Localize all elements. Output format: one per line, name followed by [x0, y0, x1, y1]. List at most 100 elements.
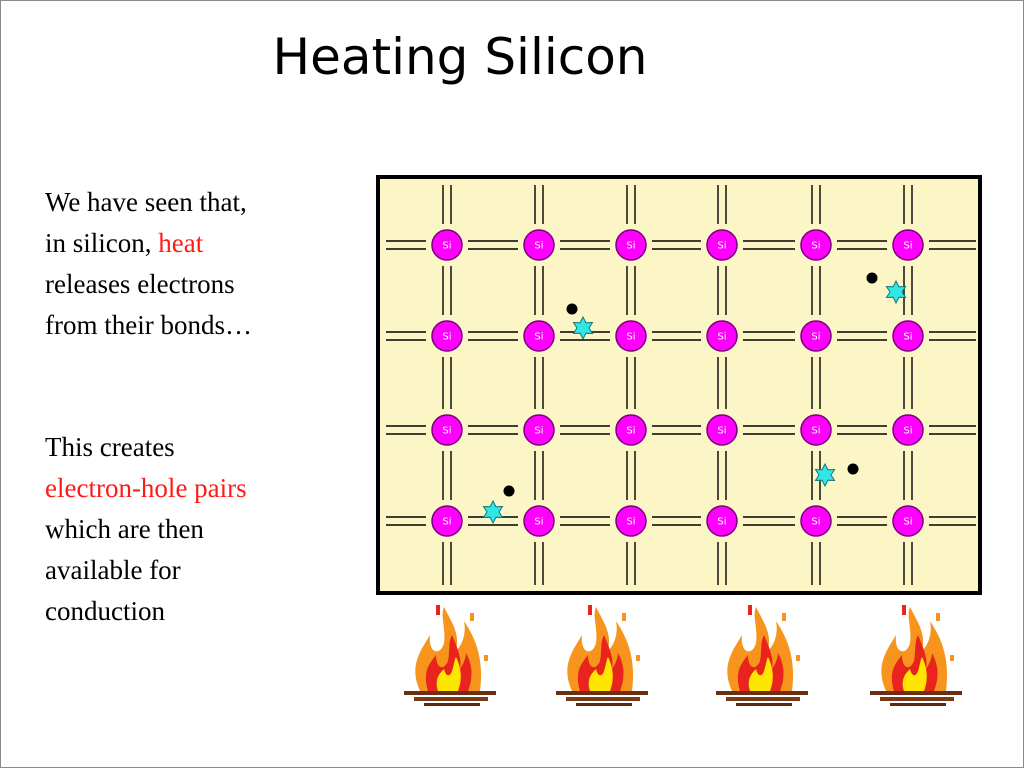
campfire-icon — [716, 605, 808, 706]
silicon-atom — [431, 229, 463, 261]
spark — [782, 613, 786, 621]
silicon-atom — [431, 320, 463, 352]
silicon-atom — [523, 229, 555, 261]
slide-title: Heating Silicon — [272, 28, 648, 86]
silicon-atom — [800, 414, 832, 446]
text-line: from their bonds… — [45, 310, 252, 340]
spark — [636, 655, 640, 661]
atom-label: Si — [811, 241, 820, 252]
text-line: releases electrons — [45, 269, 235, 299]
silicon-atom — [431, 414, 463, 446]
hole-star-icon — [572, 315, 594, 341]
text-line: We have seen that, — [45, 187, 247, 217]
atom-label: Si — [811, 426, 820, 437]
highlight-heat: heat — [158, 228, 204, 258]
atom-label: Si — [626, 332, 635, 343]
log — [890, 703, 946, 706]
silicon-atom — [706, 320, 738, 352]
log — [726, 697, 800, 701]
lattice-background — [376, 175, 982, 595]
silicon-atom — [892, 229, 924, 261]
silicon-atom — [706, 229, 738, 261]
silicon-atom — [800, 505, 832, 537]
atom-label: Si — [626, 426, 635, 437]
silicon-atom — [615, 229, 647, 261]
silicon-atom — [523, 320, 555, 352]
paragraph-electron-hole-pairs: This creates electron-hole pairs which a… — [45, 427, 345, 632]
silicon-atom — [892, 505, 924, 537]
atom-label: Si — [717, 241, 726, 252]
log — [736, 703, 792, 706]
hole-star-icon — [814, 462, 836, 488]
spark — [902, 605, 906, 615]
atom-label: Si — [717, 426, 726, 437]
free-electron — [503, 485, 515, 497]
fires-row — [404, 605, 962, 706]
log — [414, 697, 488, 701]
atom-label: Si — [903, 426, 912, 437]
paragraph-heat-releases-electrons: We have seen that, in silicon, heat rele… — [45, 182, 345, 346]
hole-star-icon — [482, 499, 504, 525]
silicon-atom — [706, 505, 738, 537]
atom-label: Si — [534, 241, 543, 252]
spark — [588, 605, 592, 615]
log — [716, 691, 808, 695]
spark — [436, 605, 440, 615]
flame-inner — [748, 657, 773, 691]
hole-star-icon — [885, 279, 907, 305]
campfire-icon — [404, 605, 496, 706]
atom-label: Si — [534, 332, 543, 343]
spark — [748, 605, 752, 615]
atom-label: Si — [626, 241, 635, 252]
atom-label: Si — [811, 332, 820, 343]
log — [880, 697, 954, 701]
text-line: This creates — [45, 432, 175, 462]
atom-label: Si — [903, 332, 912, 343]
atom-label: Si — [717, 332, 726, 343]
text-line: available for — [45, 555, 181, 585]
atom-label: Si — [442, 517, 451, 528]
text-line: which are then — [45, 514, 204, 544]
silicon-atom — [615, 320, 647, 352]
text-line: in silicon, heat — [45, 223, 345, 264]
silicon-atom — [523, 505, 555, 537]
log — [404, 691, 496, 695]
free-electron — [847, 463, 859, 475]
atom-label: Si — [442, 426, 451, 437]
text-span: in silicon, — [45, 228, 159, 258]
silicon-atom — [892, 414, 924, 446]
atom-label: Si — [811, 517, 820, 528]
flame-inner — [902, 657, 927, 691]
free-electron — [866, 272, 878, 284]
atom-label: Si — [717, 517, 726, 528]
log — [556, 691, 648, 695]
silicon-atom — [615, 505, 647, 537]
flame-inner — [588, 657, 613, 691]
atom-label: Si — [903, 517, 912, 528]
atom-label: Si — [534, 426, 543, 437]
spark — [936, 613, 940, 621]
spark — [484, 655, 488, 661]
atom-label: Si — [626, 517, 635, 528]
spark — [796, 655, 800, 661]
highlight-electron-hole-pairs: electron-hole pairs — [45, 473, 247, 503]
text-line: conduction — [45, 596, 165, 626]
atom-label: Si — [534, 517, 543, 528]
log — [566, 697, 640, 701]
log — [424, 703, 480, 706]
spark — [622, 613, 626, 621]
atom-label: Si — [903, 241, 912, 252]
atom-label: Si — [442, 241, 451, 252]
campfire-icon — [870, 605, 962, 706]
flame-inner — [436, 657, 461, 691]
campfire-icon — [556, 605, 648, 706]
silicon-atom — [523, 414, 555, 446]
silicon-atom — [431, 505, 463, 537]
spark — [470, 613, 474, 621]
silicon-atom — [615, 414, 647, 446]
silicon-atom — [706, 414, 738, 446]
bond-lines — [386, 185, 976, 585]
spark — [950, 655, 954, 661]
log — [870, 691, 962, 695]
